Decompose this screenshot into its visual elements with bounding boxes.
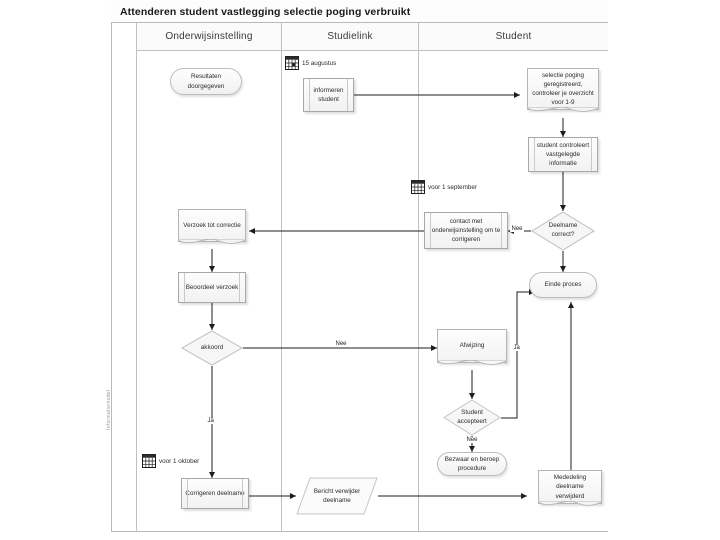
node-label: Resultaten doorgegeven xyxy=(187,73,225,90)
node-deelname-correct[interactable]: Deelname correct? xyxy=(531,211,595,251)
node-beoordeel-verzoek[interactable]: Beoordeel verzoek xyxy=(178,272,246,303)
node-label: Corrigeren deelname xyxy=(185,489,245,497)
lane-label-studielink: Studielink xyxy=(327,31,373,42)
node-akkoord[interactable]: akkoord xyxy=(181,330,243,366)
timer-voor-1-oktober: voor 1 oktober xyxy=(142,454,199,468)
calendar-icon xyxy=(285,56,299,70)
node-contact-met-onderwijsinstelling[interactable]: contact met onderwijsinstelling om te co… xyxy=(424,212,508,249)
calendar-icon xyxy=(142,454,156,468)
decision-shape-icon xyxy=(443,399,501,436)
node-afwijzing[interactable]: Afwijzing xyxy=(437,329,507,365)
decision-shape-icon xyxy=(181,330,243,366)
edge-label-ja-accepteert: Ja xyxy=(512,345,522,351)
node-label: Einde proces xyxy=(544,281,582,289)
node-label: informeren student xyxy=(313,86,344,103)
node-label: contact met onderwijsinstelling om te co… xyxy=(431,217,501,244)
edge-label-ja-akkoord: Ja xyxy=(206,418,216,424)
lane-header-student: Student xyxy=(419,23,608,51)
node-label: Bericht verwijder deelname xyxy=(313,487,361,504)
timer-label: 15 augustus xyxy=(302,59,337,67)
node-label: akkoord xyxy=(200,343,224,351)
document-wave-icon xyxy=(437,360,507,365)
edge-label-nee-akkoord: Nee xyxy=(334,341,349,347)
node-label: Afwijzing xyxy=(459,342,485,350)
node-label: Deelname correct? xyxy=(548,222,578,238)
node-bezwaar-en-beroep[interactable]: Bezwaar en beroep procedure xyxy=(437,452,507,476)
node-label: selectie poging geregistreerd, controlee… xyxy=(532,71,594,107)
node-student-accepteert[interactable]: Student accepteert xyxy=(443,399,501,436)
lane-header-studielink: Studielink xyxy=(282,23,419,51)
timer-15-augustus: 15 augustus xyxy=(285,56,336,70)
edge-label-nee-deelname: Nee xyxy=(510,226,525,232)
lane-body-studielink xyxy=(282,51,419,531)
edge-label-nee-accepteert: Nee xyxy=(465,437,480,443)
node-mededeling-deelname-verwijderd[interactable]: Mededeling deelname verwijderd xyxy=(538,470,602,506)
calendar-icon xyxy=(411,180,425,194)
document-wave-icon xyxy=(527,107,599,112)
node-informeren-student[interactable]: informeren student xyxy=(303,78,354,112)
node-verzoek-tot-correctie[interactable]: Verzoek tot correctie xyxy=(178,209,246,244)
parallelogram-shape-icon xyxy=(296,477,378,515)
node-label: Mededeling deelname verwijderd xyxy=(553,474,587,500)
timer-voor-1-september: voor 1 september xyxy=(411,180,477,194)
diagram-title-bar: Attenderen student vastlegging selectie … xyxy=(111,1,608,23)
node-selectie-poging-geregistreerd[interactable]: selectie poging geregistreerd, controlee… xyxy=(527,68,599,112)
node-corrigeren-deelname[interactable]: Corrigeren deelname xyxy=(181,478,249,509)
node-resultaten-doorgegeven[interactable]: Resultaten doorgegeven xyxy=(170,68,242,95)
timer-label: voor 1 september xyxy=(428,183,478,191)
page-title: Attenderen student vastlegging selectie … xyxy=(120,5,411,18)
lane-label-onderwijsinstelling: Onderwijsinstelling xyxy=(165,31,253,42)
timer-label: voor 1 oktober xyxy=(159,457,200,465)
node-label: Student accepteert xyxy=(457,408,487,425)
decision-shape-icon xyxy=(531,211,595,251)
node-einde-proces[interactable]: Einde proces xyxy=(529,272,597,298)
document-wave-icon xyxy=(178,239,246,244)
node-student-controleert[interactable]: student controleert vastgelegde informat… xyxy=(528,137,598,172)
node-label: Beoordeel verzoek xyxy=(185,283,239,291)
node-bericht-verwijder-deelname[interactable]: Bericht verwijder deelname xyxy=(296,477,378,515)
node-label: student controleert vastgelegde informat… xyxy=(536,141,590,168)
node-label: Bezwaar en beroep procedure xyxy=(444,455,500,472)
node-label: Verzoek tot correctie xyxy=(183,221,241,229)
lane-header-onderwijsinstelling: Onderwijsinstelling xyxy=(137,23,282,51)
document-wave-icon xyxy=(538,501,602,506)
lane-label-student: Student xyxy=(495,31,532,42)
